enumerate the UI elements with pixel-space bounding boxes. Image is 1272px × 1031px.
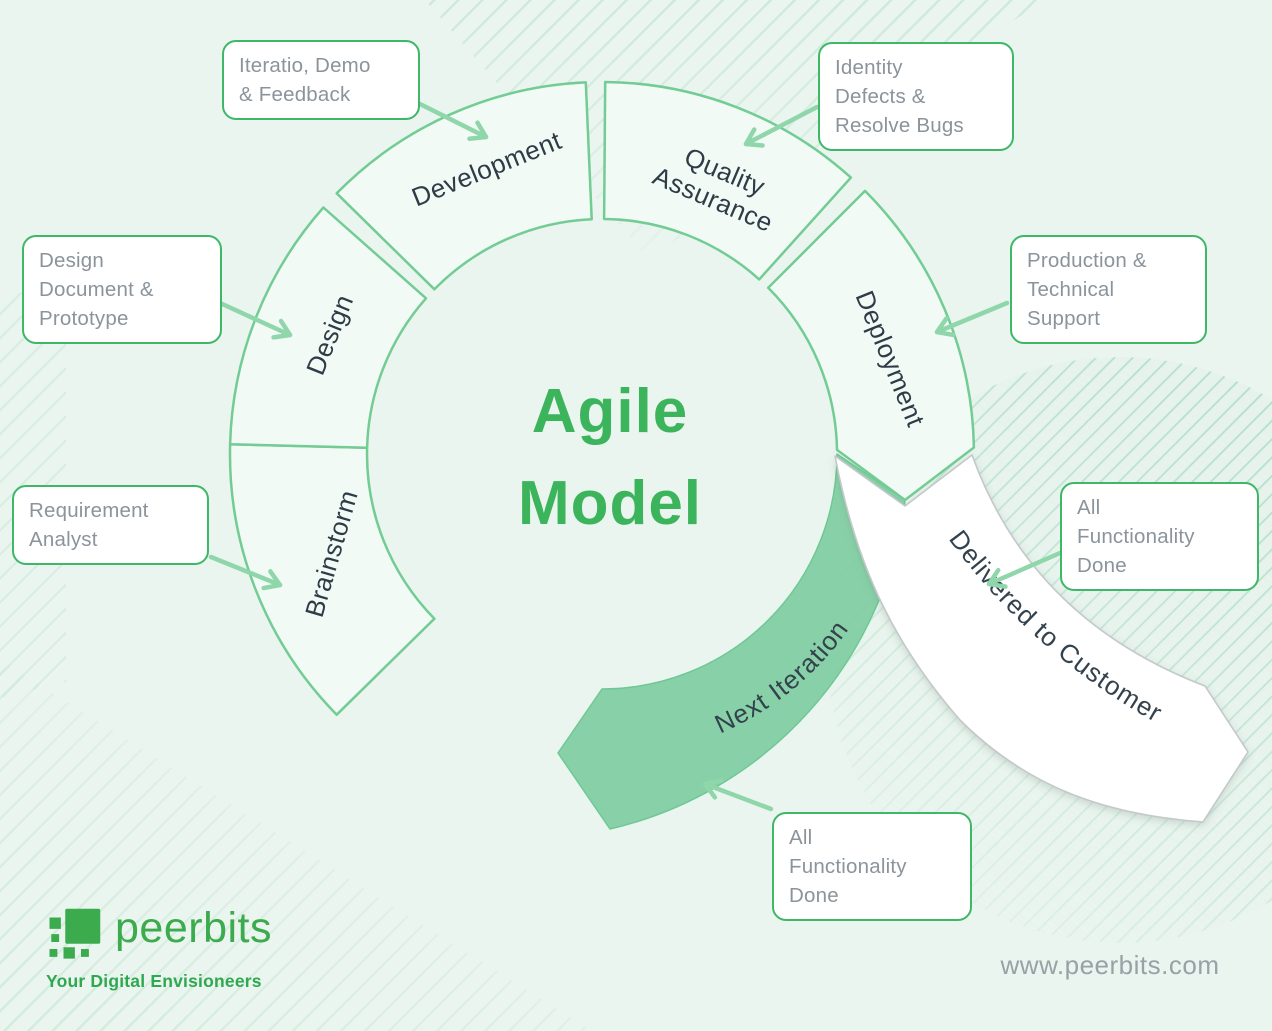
arrow-to-brainstorm xyxy=(208,554,283,591)
arrow-to-quality-assurance xyxy=(743,104,820,148)
callout-line: Identity xyxy=(835,56,903,79)
callout-line: All xyxy=(1077,496,1101,519)
title-line-2: Model xyxy=(517,469,703,538)
ring-segments xyxy=(228,80,976,716)
callout-iteration-demo-feedback: Iteratio, Demo & Feedback xyxy=(222,40,420,121)
segment-design xyxy=(228,206,428,450)
callout-all-functionality-done-bottom: All Functionality Done xyxy=(772,812,972,922)
segment-development xyxy=(335,81,593,291)
callout-design-document: Design Document & Prototype xyxy=(22,235,222,345)
callout-line: Done xyxy=(1077,554,1127,578)
callout-line: All xyxy=(789,826,813,849)
callout-line: Prototype xyxy=(39,307,129,331)
website-url: www.peerbits.com xyxy=(1000,950,1220,980)
callout-production-support: Production & Technical Support xyxy=(1010,235,1207,345)
callout-line: Production & xyxy=(1027,249,1147,272)
arrow-to-next-iteration xyxy=(702,778,774,812)
callout-identity-defects: Identity Defects & Resolve Bugs xyxy=(818,42,1014,152)
callout-line: Resolve Bugs xyxy=(835,114,964,138)
arrow-to-development xyxy=(417,101,489,142)
peerbits-brand-block: peerbits Your Digital Envisioneers xyxy=(46,904,346,992)
callout-line: Document & xyxy=(39,278,154,302)
title-line-1: Agile xyxy=(531,377,689,446)
peerbits-logo-icon xyxy=(49,908,101,959)
callout-line: Functionality xyxy=(789,855,907,879)
callout-line: Design xyxy=(39,249,105,272)
callout-line: Done xyxy=(789,884,839,908)
brand-tagline: Your Digital Envisioneers xyxy=(46,971,262,991)
callout-line: Analyst xyxy=(29,528,98,552)
callout-line: Requirement xyxy=(29,499,149,522)
diagram-title: Agile Model xyxy=(440,366,780,550)
brand-name: peerbits xyxy=(115,904,272,952)
callout-line: Defects & xyxy=(835,85,926,109)
segment-quality-assurance xyxy=(602,80,853,281)
arrow-to-design xyxy=(217,300,293,340)
callout-requirement-analyst: Requirement Analyst xyxy=(12,485,209,566)
callout-arrows xyxy=(208,101,1063,812)
arrow-to-delivered xyxy=(986,550,1063,589)
segment-deployment xyxy=(766,189,976,502)
callout-line: Support xyxy=(1027,307,1101,331)
callout-line: Functionality xyxy=(1077,525,1195,549)
callout-line: & Feedback xyxy=(239,83,351,107)
stripe-decoration-bottom-left xyxy=(0,660,592,1031)
callout-line: Technical xyxy=(1027,278,1115,302)
callout-all-functionality-done-right: All Functionality Done xyxy=(1060,482,1259,592)
callout-line: Iteratio, Demo xyxy=(239,54,371,77)
arrow-to-deployment xyxy=(934,300,1010,338)
